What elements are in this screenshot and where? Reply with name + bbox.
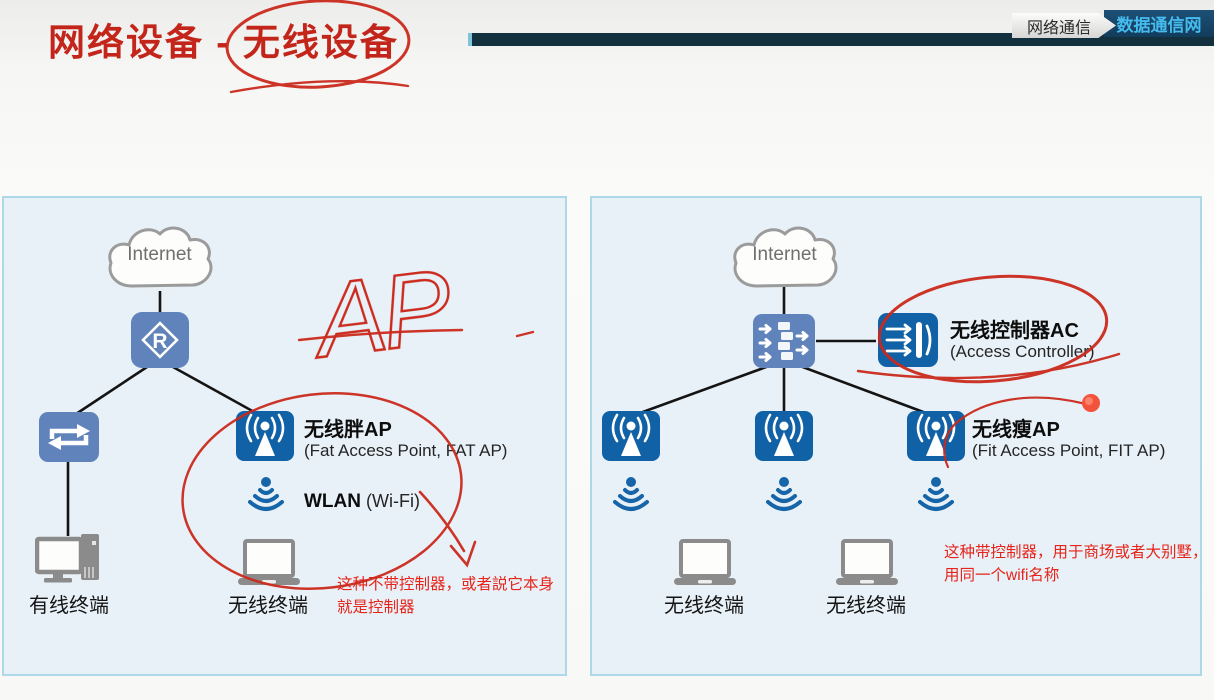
- desktop-terminal-icon: [34, 532, 103, 589]
- fit-ap-icon: [907, 411, 965, 466]
- laptop-icon: [836, 539, 898, 591]
- fat-ap-icon: [236, 411, 294, 466]
- ac-name: 无线控制器AC: [950, 320, 1079, 342]
- switch-icon: [39, 412, 99, 467]
- ac-controller-icon: [878, 313, 938, 372]
- wifi-signal-icon: [913, 475, 959, 524]
- fit-ap-note-line1: 这种带控制器，用于商场或者大别墅，: [944, 544, 1208, 561]
- tab-course[interactable]: 网络通信: [1012, 13, 1116, 38]
- fit-ap-note: 这种带控制器，用于商场或者大别墅， 用同一个wifi名称: [944, 541, 1208, 587]
- router-icon: R: [131, 312, 189, 373]
- fat-ap-note-line1: 这种不带控制器，或者説它本身: [337, 576, 555, 593]
- ac-subtitle: (Access Controller): [950, 342, 1095, 361]
- fit-ap-note-line2: 用同一个wifi名称: [944, 567, 1060, 584]
- header-bar-accent: [468, 33, 472, 46]
- fat-ap-note: 这种不带控制器，或者説它本身 就是控制器: [337, 573, 554, 619]
- title-underline-annotation: [229, 80, 410, 94]
- internet-cloud-icon: [102, 220, 217, 300]
- fit-ap-subtitle: (Fit Access Point, FIT AP): [972, 441, 1166, 460]
- wifi-signal-icon: [761, 475, 807, 524]
- tab-course-label: 网络通信: [1026, 19, 1091, 37]
- internet-label: Internet: [752, 244, 817, 265]
- internet-label: Internet: [127, 244, 192, 265]
- fit-ap-icon: [755, 411, 813, 466]
- gateway-icon: [753, 314, 815, 373]
- tab-topic[interactable]: 数据通信网: [1104, 10, 1214, 37]
- fat-ap-name: 无线胖AP: [304, 419, 392, 441]
- wifi-signal-icon: [608, 475, 654, 524]
- fat-ap-subtitle: (Fat Access Point, FAT AP): [304, 441, 508, 460]
- fit-ap-name: 无线瘦AP: [972, 419, 1060, 441]
- wlan-label-bold: WLAN: [304, 491, 361, 512]
- wired-terminal-label: 有线终端: [29, 595, 109, 617]
- wireless-terminal-label: 无线终端: [664, 595, 744, 617]
- laptop-icon: [238, 539, 300, 591]
- internet-cloud-icon: [727, 220, 842, 300]
- wireless-terminal-label: 无线终端: [826, 595, 906, 617]
- tab-topic-label: 数据通信网: [1116, 16, 1202, 35]
- wireless-terminal-label: 无线终端: [228, 595, 308, 617]
- page-title: 网络设备 - 无线设备: [48, 22, 399, 63]
- router-letter: R: [152, 330, 167, 353]
- wifi-signal-icon: [243, 475, 289, 524]
- laptop-icon: [674, 539, 736, 591]
- wlan-label-rest: (Wi-Fi): [360, 491, 420, 511]
- fit-ap-icon: [602, 411, 660, 466]
- fat-ap-note-line2: 就是控制器: [337, 599, 415, 616]
- wlan-label: WLAN (Wi-Fi): [304, 491, 420, 513]
